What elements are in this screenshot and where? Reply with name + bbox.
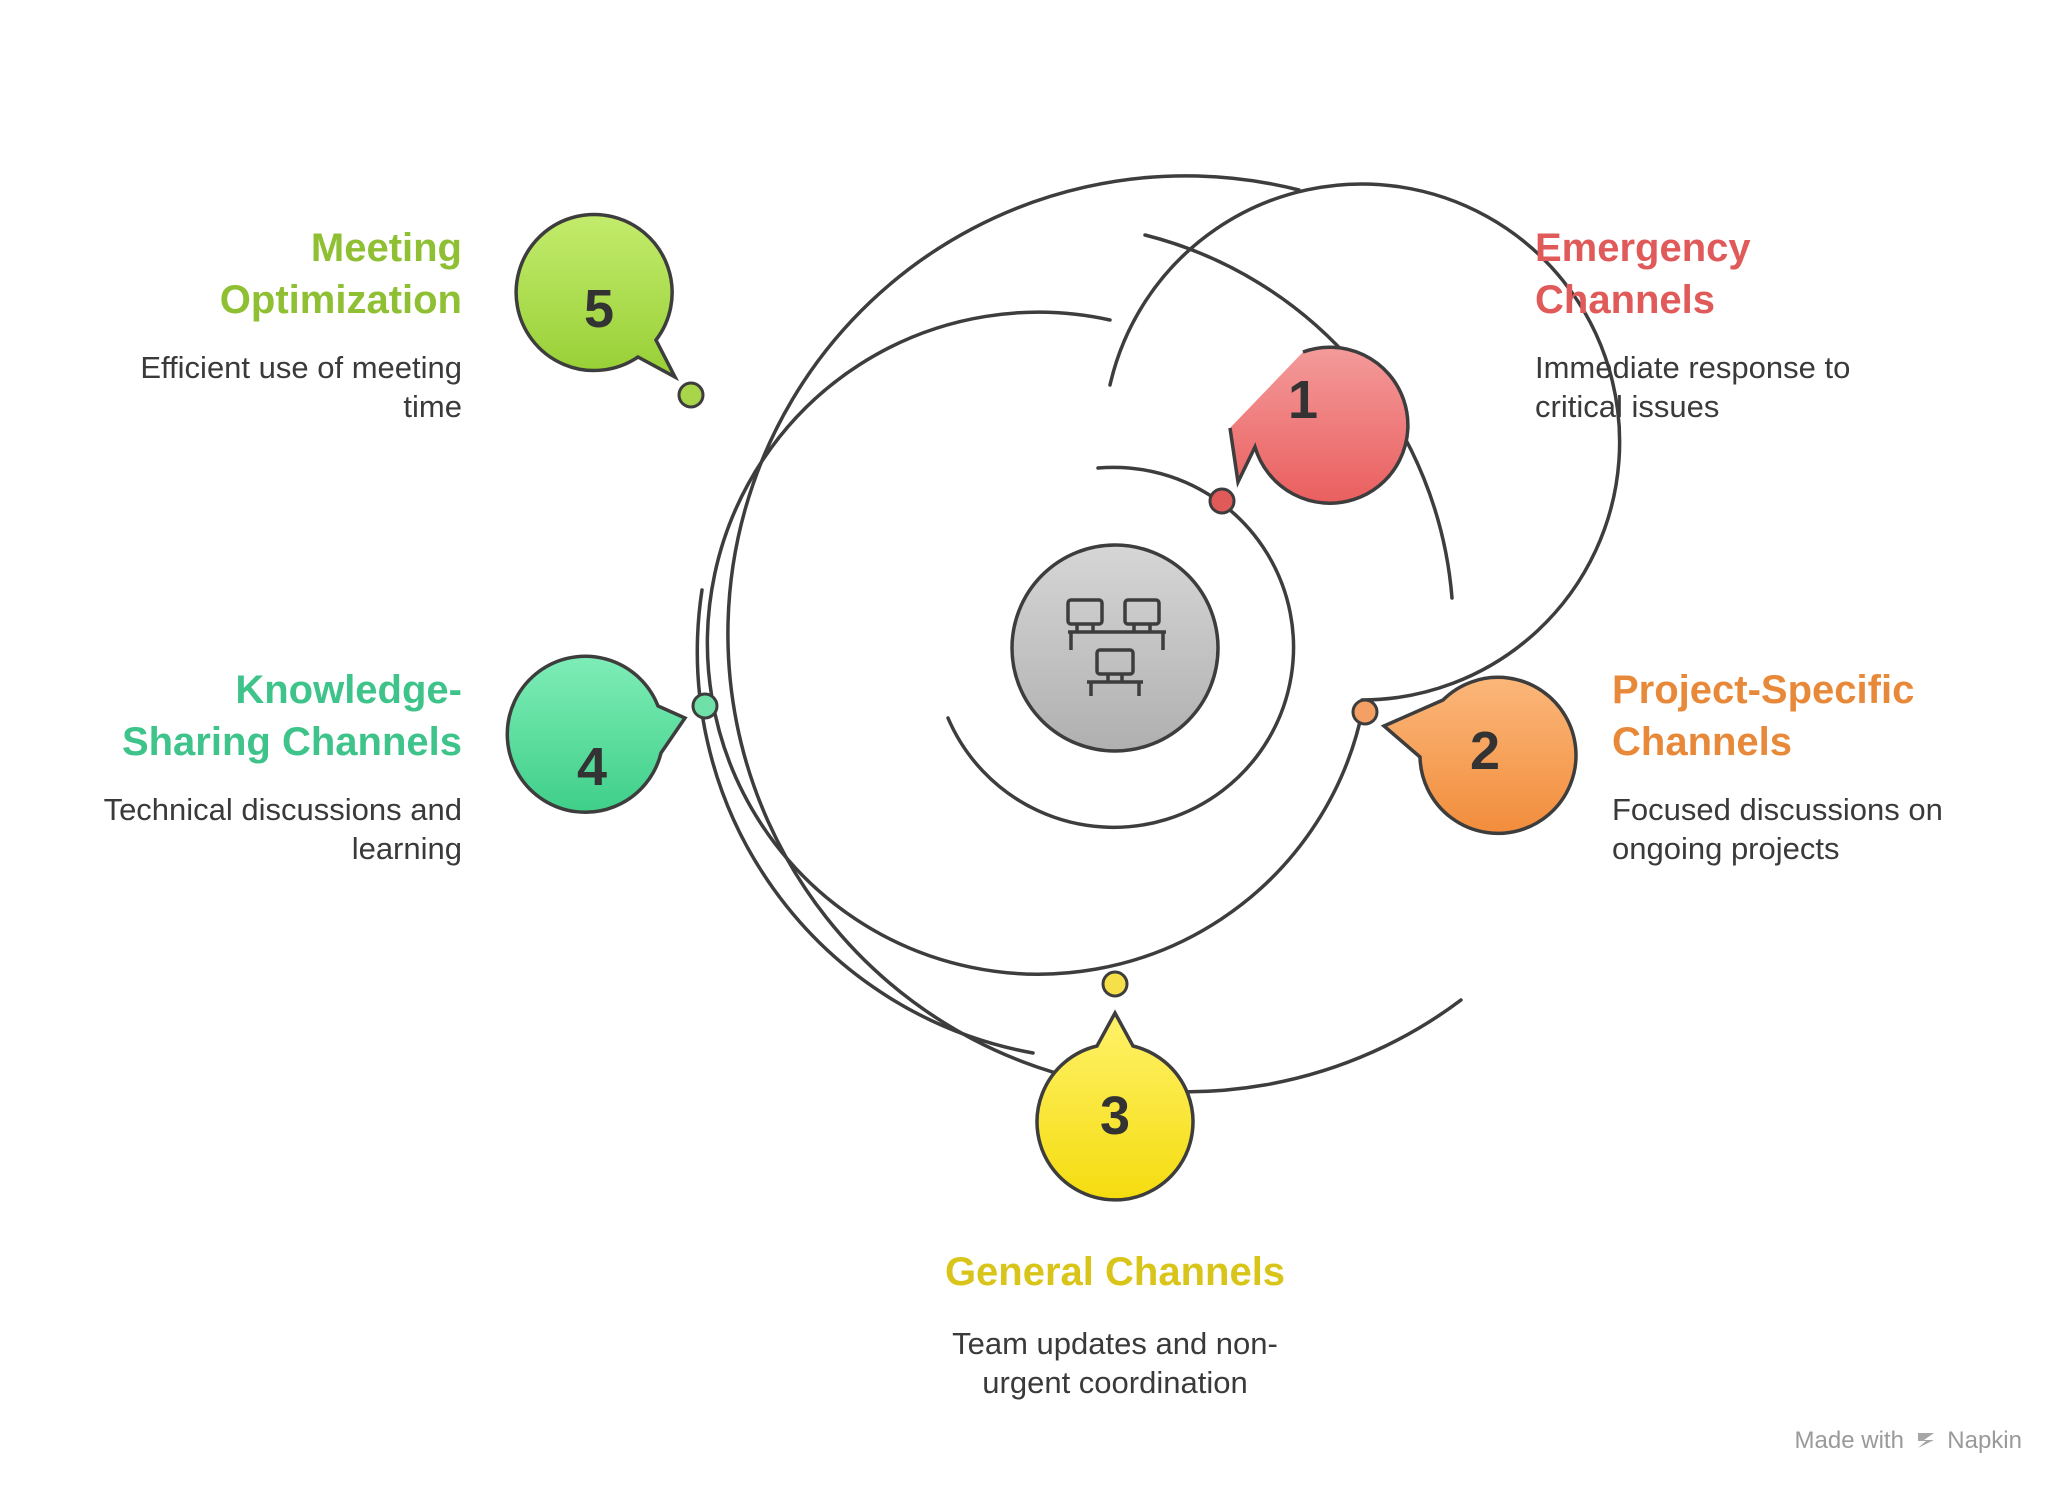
bubble-number-4: 4 xyxy=(577,737,607,797)
label-general-channels: General Channels Team updates and non-ur… xyxy=(865,1246,1365,1402)
connector-dot-3 xyxy=(1101,970,1129,998)
bubble-number-3: 3 xyxy=(1100,1086,1130,1146)
connector-dot-1 xyxy=(1208,487,1236,515)
bubble-1 xyxy=(1228,345,1410,505)
connector-dot-4 xyxy=(691,692,719,720)
napkin-logo-icon xyxy=(1917,1433,1934,1448)
item-description: Team updates and non-urgent coordination xyxy=(952,1326,1278,1400)
bubble-number-5: 5 xyxy=(584,279,614,339)
bubble-2 xyxy=(1380,675,1578,836)
item-title: Knowledge-Sharing Channels xyxy=(121,668,462,764)
bubble-3 xyxy=(1035,1009,1195,1202)
watermark-prefix: Made with xyxy=(1794,1427,1904,1454)
connector-dot-2 xyxy=(1351,698,1379,726)
watermark-brand: Napkin xyxy=(1947,1427,2022,1454)
watermark: Made with Napkin xyxy=(1795,1427,2022,1455)
bubble-number-2: 2 xyxy=(1470,721,1500,781)
center-hub xyxy=(1010,543,1220,753)
team-workstations-icon xyxy=(1066,598,1166,696)
ring-4-arc-b xyxy=(695,588,1035,1055)
connector-dot-5 xyxy=(677,381,705,409)
bubble-5 xyxy=(514,212,680,382)
label-knowledge-sharing-channels: Knowledge-Sharing Channels Technical dis… xyxy=(104,664,462,868)
ring-2-arc xyxy=(1108,182,1622,702)
bubble-4 xyxy=(505,654,688,814)
ring-3-arc xyxy=(705,310,1365,976)
item-title: General Channels xyxy=(944,1250,1286,1294)
bubble-number-1: 1 xyxy=(1288,370,1318,430)
